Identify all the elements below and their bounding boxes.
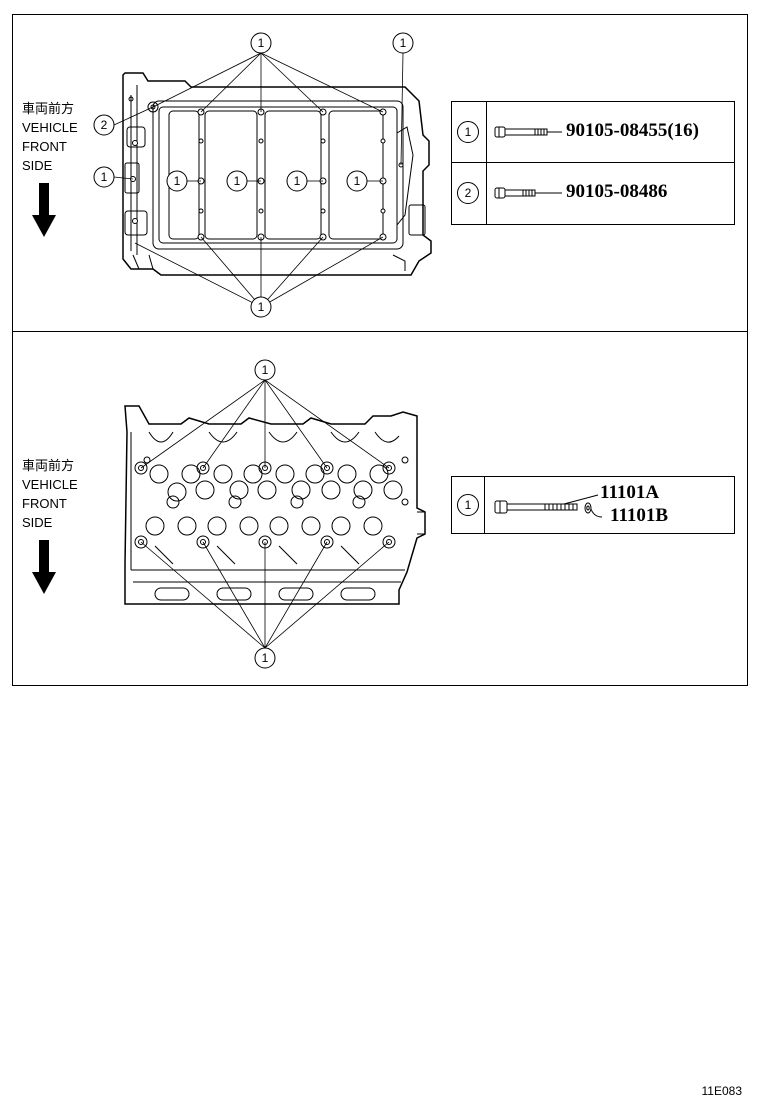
vehicle-front-side-label: 車両前方 VEHICLE FRONT SIDE: [22, 458, 78, 530]
head-bolt-icon: [494, 494, 603, 518]
parts-row[interactable]: 1 11101A 11101B: [452, 477, 734, 533]
cylinder-head-diagram: 1 1: [124, 359, 426, 669]
callout-label: 1: [262, 651, 269, 665]
callout-label: 2: [101, 118, 108, 132]
parts-row[interactable]: 1 90105-08455(16): [452, 102, 734, 163]
callout-label: 1: [354, 174, 361, 188]
vehicle-front-side-label: 車両前方 VEHICLE FRONT SIDE: [22, 101, 78, 173]
callout-label: 1: [234, 174, 241, 188]
callout-label: 1: [400, 36, 407, 50]
part-number: 90105-08455(16): [566, 120, 699, 141]
part-number: 90105-08486: [566, 181, 668, 202]
panel-cylinder-head: 車両前方 VEHICLE FRONT SIDE: [12, 331, 748, 686]
cam-housing-diagram: 1 1 2 1 1 1 1 1 1: [93, 32, 432, 318]
parts-table: 1 90105-08455(16) 2: [451, 101, 735, 225]
callout-label: 1: [294, 174, 301, 188]
parts-row[interactable]: 2 90105-08486: [452, 162, 734, 224]
callout-label: 1: [174, 174, 181, 188]
panel-cam-housing: 車両前方 VEHICLE FRONT SIDE: [12, 14, 748, 332]
callout-label: 1: [262, 363, 269, 377]
callout-label: 1: [258, 36, 265, 50]
part-number-a: 11101A: [600, 482, 660, 503]
front-arrow-icon: [32, 540, 56, 594]
parts-table: 1 11101A 11101B: [451, 476, 735, 534]
callout-label: 1: [101, 170, 108, 184]
page-code: 11E083: [701, 1084, 742, 1098]
bolt-icon: [494, 187, 562, 199]
bolt-icon: [494, 126, 562, 138]
front-arrow-icon: [32, 183, 56, 237]
callout-label: 1: [258, 300, 265, 314]
part-number-b: 11101B: [610, 505, 669, 526]
